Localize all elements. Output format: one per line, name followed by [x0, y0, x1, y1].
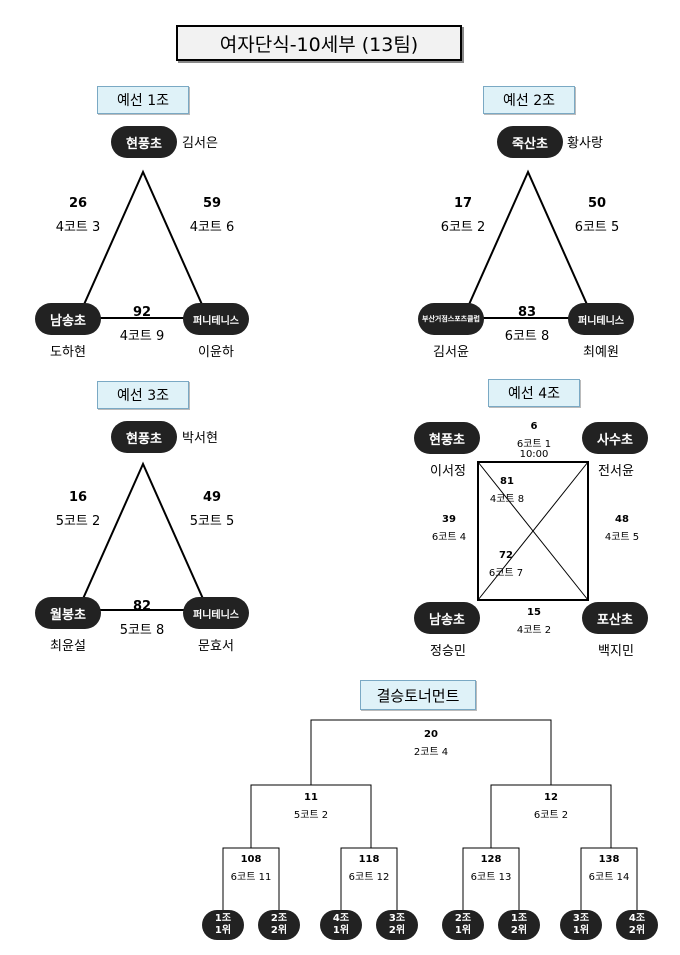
group1-triangle [76, 169, 210, 319]
group3-match3-num: 82 [132, 599, 152, 614]
group4-label: 예선 4조 [488, 379, 580, 407]
quarter2-court: 6코트 12 [348, 872, 390, 883]
semi2-num: 12 [544, 792, 558, 803]
semi1-court: 5코트 2 [293, 810, 329, 821]
semi1-num: 11 [304, 792, 318, 803]
group4-right-num: 48 [615, 514, 629, 525]
group3-match1-num: 16 [68, 490, 88, 505]
group4-br-school: 포산초 [582, 602, 648, 634]
group3-match1-court: 5코트 2 [55, 514, 101, 529]
group1-match3-court: 4코트 9 [119, 329, 165, 344]
group2-match3-court: 6코트 8 [504, 329, 550, 344]
group4-br-player: 백지민 [598, 644, 634, 659]
group4-top-court: 6코트 1 [516, 439, 552, 450]
group2-match1-court: 6코트 2 [440, 220, 486, 235]
group1-match2-num: 59 [202, 196, 222, 211]
group1-left-player: 도하현 [50, 345, 86, 360]
group4-tr-player: 전서윤 [598, 464, 634, 479]
group3-match2-court: 5코트 5 [189, 514, 235, 529]
group2-triangle [461, 169, 595, 319]
group4-right-court: 4코트 5 [604, 532, 640, 543]
group2-match1-num: 17 [453, 196, 473, 211]
group4-box [477, 461, 589, 601]
group3-match2-num: 49 [202, 490, 222, 505]
group3-left-player: 최윤설 [50, 639, 86, 654]
tournament-bracket [222, 719, 638, 910]
group1-left-school: 남송초 [35, 303, 101, 335]
group4-tl-player: 이서정 [430, 464, 466, 479]
group1-match1-court: 4코트 3 [55, 220, 101, 235]
final-tournament-label: 결승토너먼트 [360, 680, 476, 710]
group3-label: 예선 3조 [97, 381, 189, 409]
group4-diag2-court: 6코트 7 [488, 568, 524, 579]
group4-diag1-num: 81 [500, 476, 514, 487]
group3-match3-court: 5코트 8 [119, 623, 165, 638]
group2-left-player: 김서윤 [433, 345, 469, 360]
group1-top-school: 현풍초 [111, 126, 177, 158]
group4-bottom-num: 15 [527, 607, 541, 618]
group3-top-player: 박서현 [182, 431, 218, 446]
group3-triangle [76, 461, 210, 611]
group4-bl-player: 정승민 [430, 644, 466, 659]
group1-right-school: 퍼니테니스 [183, 303, 249, 335]
group4-tr-school: 사수초 [582, 422, 648, 454]
group1-match3-num: 92 [132, 305, 152, 320]
group1-match1-num: 26 [68, 196, 88, 211]
group4-left-num: 39 [442, 514, 456, 525]
group4-top-time: 10:00 [519, 449, 549, 460]
group1-match2-court: 4코트 6 [189, 220, 235, 235]
group2-top-school: 죽산초 [497, 126, 563, 158]
group2-left-school: 부산거점스포츠클럽 [418, 303, 484, 335]
group3-left-school: 월봉초 [35, 597, 101, 629]
final-match-court: 2코트 4 [413, 747, 449, 758]
quarter3-num: 128 [480, 854, 502, 865]
group3-right-school: 퍼니테니스 [183, 597, 249, 629]
group3-right-player: 문효서 [198, 639, 234, 654]
semi2-court: 6코트 2 [533, 810, 569, 821]
group3-top-school: 현풍초 [111, 421, 177, 453]
group1-right-player: 이윤하 [198, 345, 234, 360]
group1-label: 예선 1조 [97, 86, 189, 114]
group2-right-player: 최예원 [583, 345, 619, 360]
quarter4-court: 6코트 14 [588, 872, 630, 883]
group2-match2-num: 50 [587, 196, 607, 211]
group1-top-player: 김서은 [182, 136, 218, 151]
group4-top-num: 6 [530, 421, 538, 432]
group2-right-school: 퍼니테니스 [568, 303, 634, 335]
quarter1-num: 108 [240, 854, 262, 865]
group2-match2-court: 6코트 5 [574, 220, 620, 235]
group4-diag2-num: 72 [499, 550, 513, 561]
quarter1-court: 6코트 11 [230, 872, 272, 883]
final-match-num: 20 [424, 729, 438, 740]
group4-bl-school: 남송초 [414, 602, 480, 634]
page-title: 여자단식-10세부 (13팀) [176, 25, 462, 61]
group4-left-court: 6코트 4 [431, 532, 467, 543]
quarter2-num: 118 [358, 854, 380, 865]
group2-label: 예선 2조 [483, 86, 575, 114]
group2-match3-num: 83 [517, 305, 537, 320]
quarter3-court: 6코트 13 [470, 872, 512, 883]
group2-top-player: 황사랑 [567, 136, 603, 151]
quarter4-num: 138 [598, 854, 620, 865]
group4-bottom-court: 4코트 2 [516, 625, 552, 636]
group4-diagonal-2 [477, 461, 589, 601]
group4-tl-school: 현풍초 [414, 422, 480, 454]
group4-diag1-court: 4코트 8 [489, 494, 525, 505]
